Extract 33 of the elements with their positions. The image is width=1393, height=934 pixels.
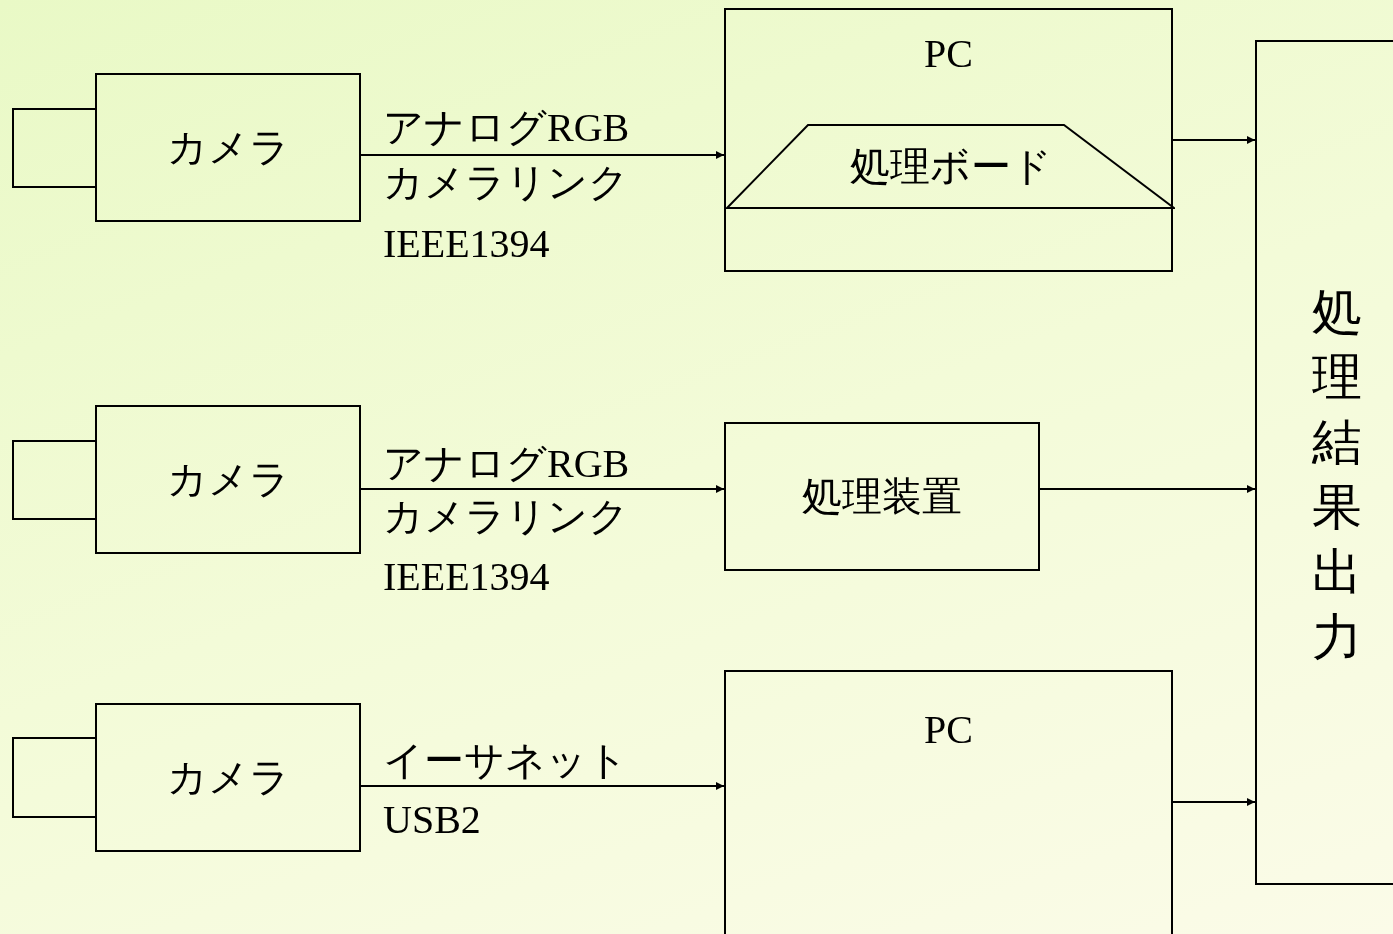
arrow xyxy=(1039,485,1256,493)
interface-label: IEEE1394 xyxy=(383,557,550,597)
arrow xyxy=(1172,798,1256,806)
device-box xyxy=(724,422,1040,571)
node-label: 処理装置 xyxy=(802,476,962,517)
pc-box xyxy=(724,670,1173,934)
node-label: カメラ xyxy=(166,127,290,168)
interface-label: カメラリンク xyxy=(383,163,629,203)
camera-box xyxy=(95,405,361,554)
arrow xyxy=(360,151,725,159)
node-label: 処理結果出力 xyxy=(1312,283,1362,667)
arrow xyxy=(360,485,725,493)
interface-label: USB2 xyxy=(383,800,481,840)
node-label: PC xyxy=(924,710,973,750)
edge-label: イーサネット xyxy=(383,741,628,781)
camera-lens xyxy=(12,737,97,818)
arrow xyxy=(1172,136,1256,144)
interface-label: カメラリンク xyxy=(383,497,629,537)
pc-box xyxy=(724,8,1173,272)
camera-box xyxy=(95,73,361,222)
node-label: カメラ xyxy=(166,757,290,798)
interface-label: IEEE1394 xyxy=(383,224,550,264)
node-label: PC xyxy=(924,34,973,74)
board-trapezoid xyxy=(726,124,1175,209)
camera-box xyxy=(95,703,361,852)
node-label: 処理ボード xyxy=(849,146,1052,187)
camera-lens xyxy=(12,440,97,520)
camera-lens xyxy=(12,108,97,188)
output-box xyxy=(1255,40,1393,885)
edge-label: アナログRGB xyxy=(383,444,630,484)
edge-label: アナログRGB xyxy=(383,108,630,148)
node-label: カメラ xyxy=(166,459,290,500)
arrow xyxy=(360,782,725,790)
